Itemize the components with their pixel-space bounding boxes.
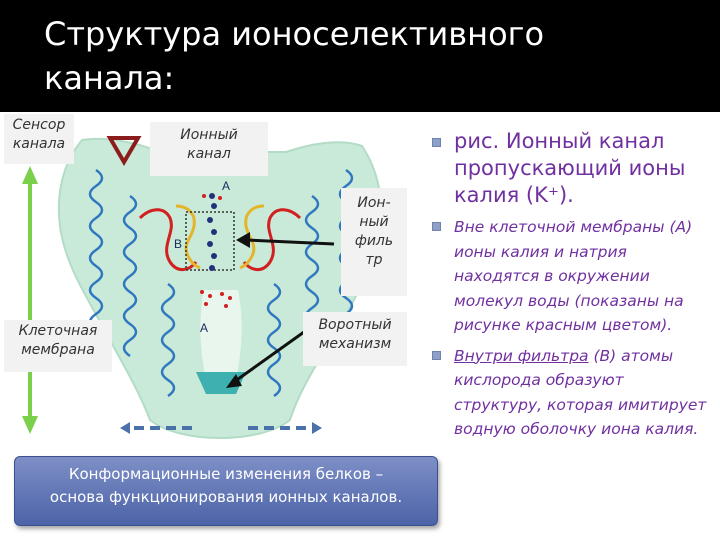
potassium-ions [207, 193, 217, 271]
label-line: канала [12, 136, 66, 152]
label-line: механизм [318, 336, 392, 352]
water-molecule [220, 292, 224, 296]
helix-left-mid [122, 194, 138, 358]
bullet-inside-filter: Внутри фильтра (B) атомы кислорода образ… [432, 344, 716, 442]
sensor-triangle [106, 136, 142, 166]
channel-protein-body [57, 137, 383, 439]
flow-dash [134, 426, 144, 430]
bullet-marker-icon [432, 222, 441, 231]
ion [209, 265, 215, 271]
bullet-text: Внутри фильтра (B) атомы кислорода образ… [454, 344, 716, 442]
water-molecule [218, 196, 222, 200]
flow-dash [150, 426, 160, 430]
filter-loop-right-red [242, 208, 302, 271]
water-molecule [200, 290, 204, 294]
central-pore [200, 290, 242, 380]
label-line: филь [354, 233, 394, 249]
underlined-term: Внутри фильтра [454, 346, 589, 365]
letter-b: B [174, 237, 182, 251]
water-molecule [224, 304, 228, 308]
letter-a-bottom: A [200, 321, 208, 335]
ion-channel-diagram: A B A [22, 136, 383, 439]
caption-line-2: основа функционирования ионных каналов. [49, 488, 403, 506]
slide-title: Структура ионоселективного канала: [44, 12, 644, 100]
bullet-outside-membrane: Вне клеточной мембраны (A) ионы калия и … [432, 215, 716, 338]
water-molecule [202, 194, 206, 198]
ion [207, 217, 213, 223]
water-molecule [208, 294, 212, 298]
title-bar: Структура ионоселективного канала: [0, 0, 720, 112]
flow-dash [248, 426, 258, 430]
flow-dash [296, 426, 306, 430]
flow-dash [264, 426, 274, 430]
bullet-figure-caption: рис. Ионный канал пропускающий ионы кали… [432, 128, 716, 209]
flow-dash [182, 426, 192, 430]
ion [207, 241, 213, 247]
bullet-text: рис. Ионный канал пропускающий ионы кали… [454, 129, 686, 207]
membrane-double-arrow [22, 166, 38, 434]
flow-dash [280, 426, 290, 430]
ion [211, 229, 217, 235]
bullet-marker-icon [432, 350, 441, 360]
label-line: Ион- [357, 195, 391, 211]
label-ion-filter: Ион- ный филь тр [341, 188, 407, 296]
letter-a-top: A [222, 179, 230, 193]
flow-dash [166, 426, 176, 430]
ion [209, 193, 215, 199]
bullet-list: рис. Ионный канал пропускающий ионы кали… [432, 128, 716, 442]
slide-title-line-2: канала: [44, 59, 175, 97]
label-line: канал [187, 146, 231, 162]
slide-title-line-1: Структура ионоселективного [44, 15, 545, 53]
label-line: мембрана [21, 342, 95, 358]
pointer-arrows [226, 232, 335, 388]
ion [211, 203, 217, 209]
helix-left-outer [88, 168, 104, 348]
water-molecules [200, 194, 232, 308]
label-line: Клеточная [18, 323, 98, 339]
caption-line-1: Конформационные изменения белков – [68, 465, 384, 483]
label-line: ный [359, 214, 389, 230]
caption-box: Конформационные изменения белков – основ… [14, 456, 438, 526]
label-line: тр [365, 252, 383, 268]
label-line: Ионный [180, 127, 238, 143]
label-line: Сенсор [12, 117, 66, 133]
water-molecule [228, 296, 232, 300]
water-molecule [204, 302, 208, 306]
flow-arrow [120, 422, 130, 434]
label-cell-membrane: Клеточная мембрана [4, 320, 112, 372]
filter-loop-left-red [138, 208, 198, 271]
label-ion-channel: Ионный канал [150, 122, 268, 176]
bullet-marker-icon [432, 138, 441, 147]
helix-right-inner [266, 282, 282, 398]
bullet-text: Вне клеточной мембраны (A) ионы калия и … [454, 218, 693, 334]
bullet-text-rest: (B) атомы кислорода образуют структуру, … [454, 346, 707, 439]
label-line: Воротный [318, 317, 392, 333]
ion [211, 253, 217, 259]
flow-arrow [312, 422, 322, 434]
label-gate-mechanism: Воротный механизм [303, 312, 407, 366]
bottom-flow-arrows [120, 422, 322, 434]
label-channel-sensor: Сенсор канала [4, 114, 74, 164]
helix-left-inner [160, 282, 176, 398]
